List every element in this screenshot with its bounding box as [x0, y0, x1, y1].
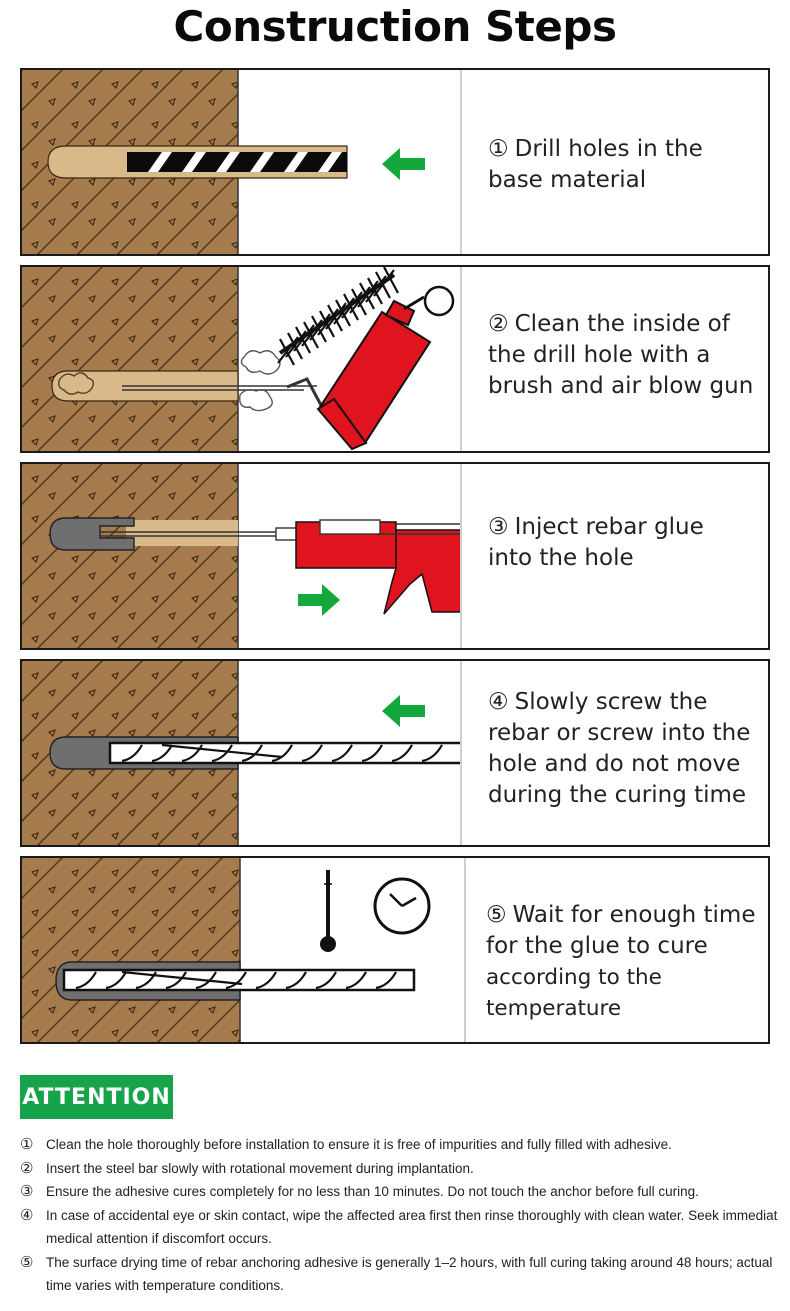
note-1: ① Clean the hole thoroughly before instal…: [20, 1133, 780, 1157]
rebar-icon: [108, 741, 462, 765]
step-2-number: ②: [488, 311, 509, 337]
glue-gun-icon: [275, 519, 462, 615]
drill-bit-icon: [127, 152, 347, 172]
step-1-line-2: base material: [488, 167, 647, 193]
thermometer-icon: [320, 870, 336, 952]
air-blow-gun-icon: [286, 285, 455, 451]
step-5-line-3: according to the temperature: [486, 965, 662, 1021]
attention-notes: ① Clean the hole thoroughly before instal…: [20, 1133, 780, 1298]
step-1-number: ①: [488, 136, 509, 162]
step-4-number: ④: [488, 689, 509, 715]
step-3-line-2: into the hole: [488, 545, 634, 571]
clock-icon: [373, 877, 431, 935]
note-3: ③ Ensure the adhesive cures completely fo…: [20, 1180, 780, 1204]
attention-badge: ATTENTION: [20, 1075, 173, 1119]
step-3-illustration: [22, 464, 462, 648]
note-4: ④ In case of accidental eye or skin conta…: [20, 1204, 780, 1251]
step-4-line-3: hole and do not move: [488, 751, 741, 777]
step-4-line-4: during the curing time: [488, 782, 747, 808]
rebar-icon: [62, 968, 416, 992]
note-2-number: ②: [20, 1159, 34, 1177]
brush-icon: [277, 267, 399, 366]
step-4-line-1: Slowly screw the: [514, 689, 708, 715]
note-3-number: ③: [20, 1183, 34, 1200]
step-5-illustration: [22, 858, 431, 1042]
note-4-number: ④: [20, 1206, 34, 1224]
step-1-line-1: Drill holes in the: [514, 136, 703, 162]
note-4-text: In case of accidental eye or skin contac…: [46, 1207, 778, 1247]
note-5: ⑤ The surface drying time of rebar anchor…: [20, 1251, 780, 1298]
arrow-left-icon: [382, 148, 425, 180]
step-5-number: ⑤: [486, 902, 507, 928]
note-1-text: Clean the hole thoroughly before install…: [46, 1137, 672, 1152]
note-2-text: Insert the steel bar slowly with rotatio…: [46, 1160, 474, 1176]
arrow-left-icon: [382, 695, 425, 727]
arrow-right-icon: [298, 584, 340, 616]
note-5-number: ⑤: [20, 1253, 34, 1271]
step-4-line-2: rebar or screw into the: [488, 720, 751, 746]
step-2-illustration: [22, 267, 455, 451]
step-4-illustration: [22, 661, 462, 845]
step-3-number: ③: [488, 514, 509, 540]
step-2-line-3: brush and air blow gun: [488, 373, 754, 399]
note-2: ② Insert the steel bar slowly with rotati…: [20, 1157, 780, 1181]
note-3-text: Ensure the adhesive cures completely for…: [46, 1184, 699, 1199]
page-title: Construction Steps: [173, 2, 617, 51]
step-2-line-1: Clean the inside of: [514, 311, 730, 337]
step-3-line-1: Inject rebar glue: [514, 514, 704, 540]
step-2-line-2: the drill hole with a: [488, 342, 711, 368]
step-5-line-2: for the glue to cure: [486, 933, 708, 959]
step-1-illustration: [22, 70, 425, 254]
note-5-text: The surface drying time of rebar anchori…: [46, 1254, 773, 1294]
note-1-number: ①: [20, 1136, 34, 1153]
step-5-line-1: Wait for enough time: [512, 902, 756, 928]
